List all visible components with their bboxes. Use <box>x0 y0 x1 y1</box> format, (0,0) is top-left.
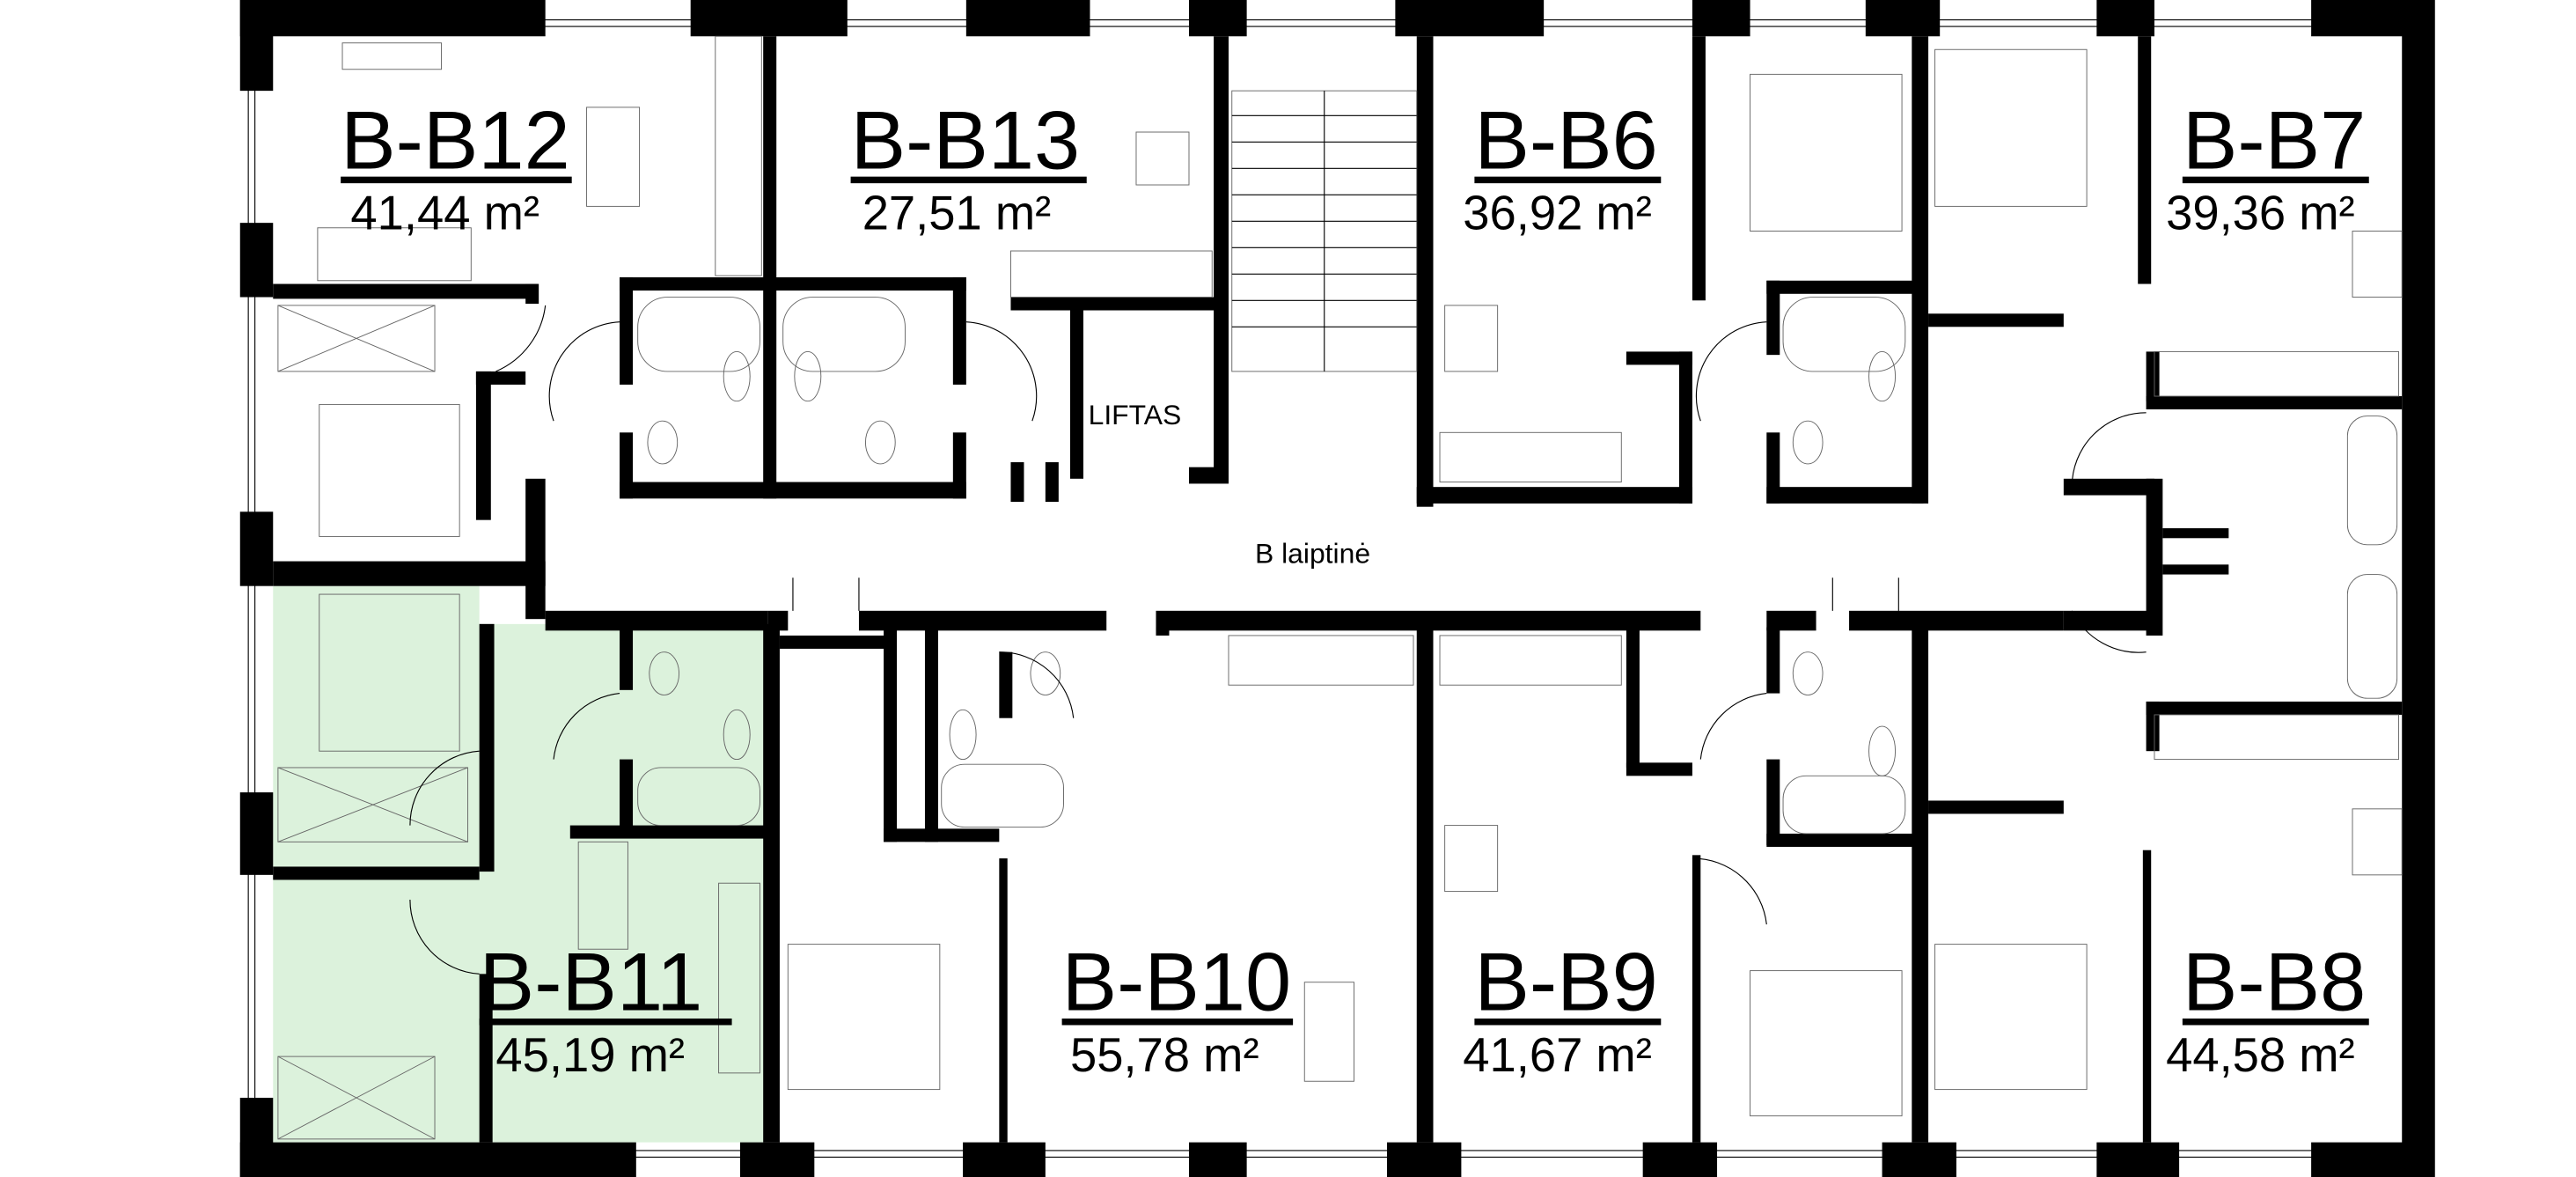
unit-b-b10[interactable]: B-B10 55,78 m² <box>1061 936 1294 1082</box>
unit-code: B-B6 <box>1474 93 1657 186</box>
unit-b-b13[interactable]: B-B13 27,51 m² <box>850 93 1087 240</box>
unit-area: 27,51 m² <box>862 187 1052 240</box>
unit-b-b11-highlight[interactable] <box>273 585 768 1143</box>
unit-area: 39,36 m² <box>2166 187 2355 240</box>
unit-area: 44,58 m² <box>2166 1028 2355 1082</box>
unit-code: B-B11 <box>480 936 703 1028</box>
doors <box>409 305 2147 975</box>
stairs[interactable] <box>1231 90 1418 372</box>
unit-area: 55,78 m² <box>1070 1028 1259 1082</box>
stairwell-label: B laiptinė <box>1255 537 1370 569</box>
elevator-label: LIFTAS <box>1089 399 1182 430</box>
unit-b-b9[interactable]: B-B9 41,67 m² <box>1463 936 1662 1082</box>
unit-area: 36,92 m² <box>1463 187 1652 240</box>
unit-code: B-B9 <box>1474 936 1657 1028</box>
unit-area: 41,44 m² <box>350 187 539 240</box>
unit-b-b8[interactable]: B-B8 44,58 m² <box>2166 936 2369 1082</box>
unit-b-b6[interactable]: B-B6 36,92 m² <box>1463 93 1662 240</box>
unit-code: B-B8 <box>2183 936 2366 1028</box>
unit-area: 45,19 m² <box>495 1028 685 1082</box>
unit-code: B-B13 <box>851 93 1081 186</box>
unit-b-b12[interactable]: B-B12 41,44 m² <box>341 93 572 240</box>
unit-area: 41,67 m² <box>1463 1028 1652 1082</box>
unit-b-b7[interactable]: B-B7 39,36 m² <box>2166 93 2369 240</box>
unit-code: B-B10 <box>1062 936 1292 1028</box>
walls <box>239 0 2435 1177</box>
fixtures <box>277 35 2403 1140</box>
unit-b-b11[interactable]: B-B11 45,19 m² <box>479 936 732 1082</box>
unit-code: B-B7 <box>2183 93 2366 186</box>
unit-code: B-B12 <box>341 93 570 186</box>
